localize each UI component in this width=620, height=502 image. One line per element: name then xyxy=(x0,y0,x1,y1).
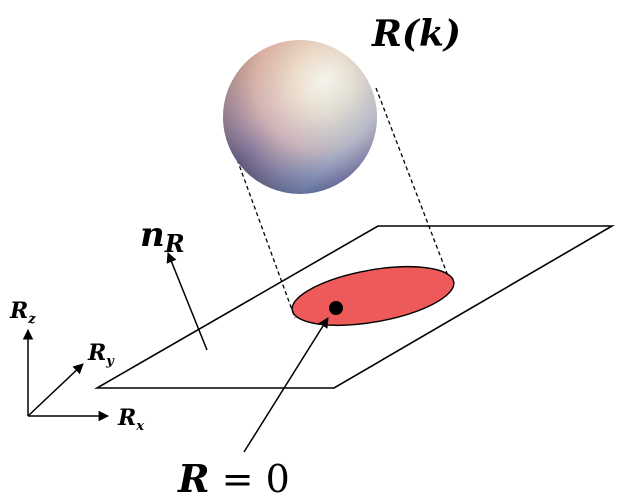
projection-line-right xyxy=(375,87,449,277)
normal-label: nR xyxy=(140,215,185,258)
axis-z-label: Rz xyxy=(9,298,36,327)
zero-ellipse xyxy=(291,266,455,326)
sphere-label: R(k) xyxy=(371,13,461,55)
axis-z-label-sub: z xyxy=(27,312,36,327)
zero-point xyxy=(329,301,343,315)
axis-z-label-main: R xyxy=(9,298,28,324)
zero-label-main: R xyxy=(177,456,210,501)
normal-label-sub: R xyxy=(164,229,185,258)
zero-label: R = 0 xyxy=(177,456,290,501)
normal-label-main: n xyxy=(140,215,165,255)
zero-arrow xyxy=(243,317,329,453)
axis-y-label: Ry xyxy=(87,340,115,369)
axis-x-label-main: R xyxy=(117,405,136,431)
projection-line-left xyxy=(229,139,296,319)
sphere-tint xyxy=(223,40,377,194)
axis-x-label-sub: x xyxy=(135,419,144,434)
axis-y-label-main: R xyxy=(87,340,106,366)
axis-y-label-sub: y xyxy=(105,354,115,369)
axis-y xyxy=(27,363,84,417)
normal-arrow xyxy=(166,252,208,351)
zero-label-rest: = 0 xyxy=(210,457,290,501)
axis-x-label: Rx xyxy=(117,405,144,434)
plane xyxy=(94,225,615,389)
